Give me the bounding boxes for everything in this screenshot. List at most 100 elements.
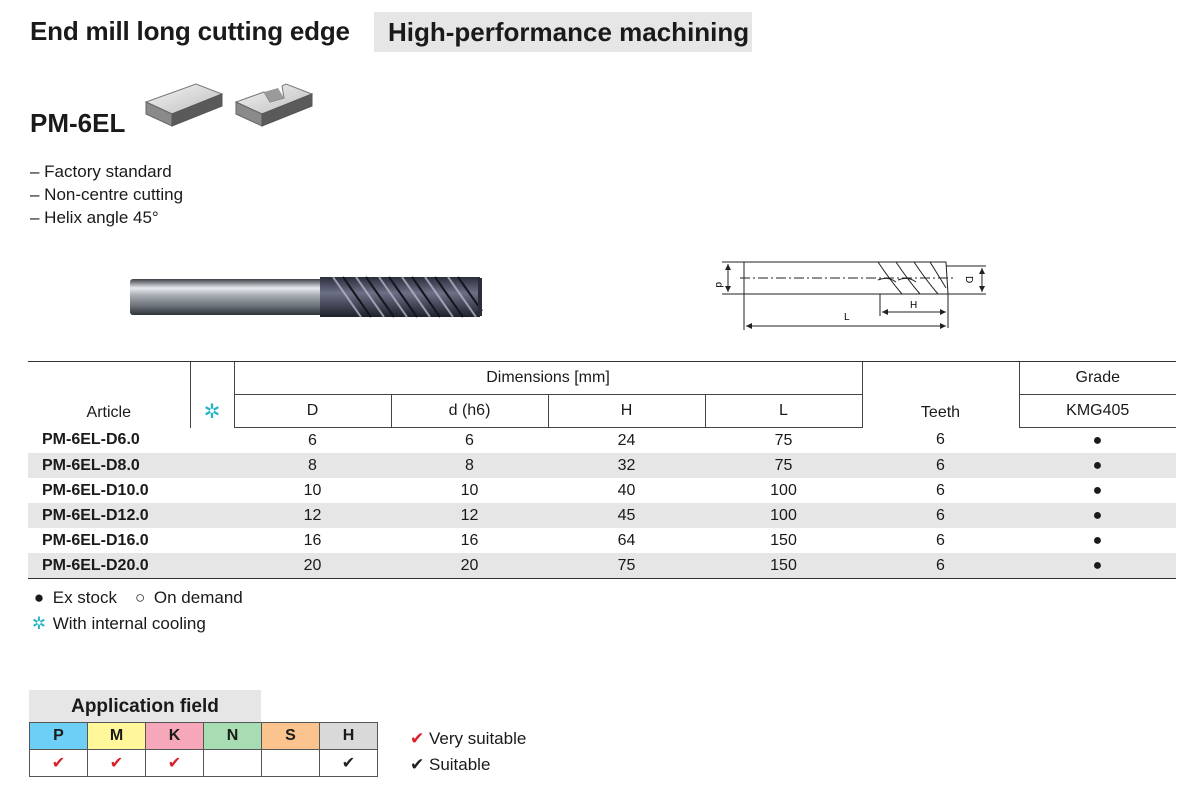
col-article: Article bbox=[28, 361, 190, 428]
application-field-title: Application field bbox=[29, 690, 261, 722]
material-p-suitability: ✔ bbox=[29, 749, 88, 777]
col-grade: Grade bbox=[1018, 361, 1176, 395]
cell-L: 75 bbox=[774, 431, 793, 449]
cell-grade: ● bbox=[1019, 553, 1176, 579]
cell-d: 20 bbox=[391, 553, 548, 579]
article-cell: PM-6EL-D8.0 bbox=[28, 453, 234, 478]
cell-teeth: 6 bbox=[936, 431, 945, 449]
cell-D: 16 bbox=[303, 531, 322, 549]
suitable-label: Suitable bbox=[428, 755, 491, 774]
page-title: End mill long cutting edge bbox=[30, 16, 350, 46]
cell-L: 150 bbox=[770, 531, 797, 549]
ex-stock-icon: ● bbox=[33, 588, 45, 607]
material-n-suitability bbox=[203, 749, 262, 777]
cooling-column: ✲ bbox=[189, 361, 234, 428]
col-dimensions: Dimensions [mm] bbox=[233, 361, 862, 395]
cell-L: 100 bbox=[770, 481, 797, 499]
col-grade-name: KMG405 bbox=[1018, 394, 1176, 428]
table-row: PM-6EL-D10.0 10 10 40 100 6 ● bbox=[28, 478, 1176, 503]
dim-L-label: L bbox=[844, 312, 850, 323]
col-D: D bbox=[233, 394, 391, 428]
shank bbox=[130, 279, 324, 315]
feature-item: – Non-centre cutting bbox=[30, 185, 184, 204]
material-k-suitability: ✔ bbox=[145, 749, 204, 777]
cell-teeth: 6 bbox=[862, 453, 1019, 478]
cell-D: 6 bbox=[308, 431, 317, 449]
internal-cooling-icon: ✲ bbox=[31, 614, 47, 633]
cell-L: 100 bbox=[705, 503, 862, 528]
col-H: H bbox=[547, 394, 705, 428]
specs-table: Article ✲ Dimensions [mm] Teeth Grade D … bbox=[28, 361, 1176, 579]
table-row: PM-6EL-D8.0 8 8 32 75 6 ● bbox=[28, 453, 1176, 478]
cell-grade: ● bbox=[1092, 531, 1103, 549]
dim-D-label: D bbox=[963, 276, 974, 283]
article-cell: PM-6EL-D12.0 bbox=[28, 503, 234, 528]
cell-teeth: 6 bbox=[936, 481, 945, 499]
cell-d: 6 bbox=[465, 431, 474, 449]
cell-H: 45 bbox=[548, 503, 705, 528]
feature-list: – Factory standard – Non-centre cutting … bbox=[30, 160, 183, 229]
cell-grade: ● bbox=[1092, 481, 1103, 499]
dim-H-label: H bbox=[910, 300, 917, 311]
article-cell: PM-6EL-D16.0 bbox=[42, 531, 149, 549]
material-n-cell: N bbox=[203, 722, 262, 750]
technical-drawing: d D H L bbox=[713, 261, 986, 330]
cell-d: 8 bbox=[391, 453, 548, 478]
very-suitable-label: Very suitable bbox=[428, 729, 527, 748]
cell-teeth: 6 bbox=[862, 503, 1019, 528]
material-h-suitability: ✔ bbox=[319, 749, 378, 777]
internal-cooling-label: With internal cooling bbox=[52, 614, 206, 633]
grooved-block-icon bbox=[234, 83, 314, 127]
material-s-cell: S bbox=[261, 722, 320, 750]
cell-L: 150 bbox=[705, 553, 862, 579]
table-row: PM-6EL-D6.0 6 6 24 75 6 ● bbox=[28, 428, 1176, 454]
suitability-legend: ✔ Very suitable ✔ Suitable bbox=[410, 726, 526, 778]
table-row: PM-6EL-D12.0 12 12 45 100 6 ● bbox=[28, 503, 1176, 528]
workpiece-icons bbox=[144, 83, 314, 127]
cell-D: 10 bbox=[303, 481, 322, 499]
on-demand-icon: ○ bbox=[135, 588, 146, 607]
cell-H: 64 bbox=[617, 531, 636, 549]
suitability-row: ✔✔✔✔ bbox=[29, 749, 378, 777]
block-icon bbox=[144, 83, 224, 127]
very-suitable-check-icon: ✔ bbox=[410, 729, 425, 748]
material-p-cell: P bbox=[29, 722, 88, 750]
material-m-cell: M bbox=[87, 722, 146, 750]
cell-d: 10 bbox=[460, 481, 479, 499]
cell-H: 32 bbox=[548, 453, 705, 478]
cell-D: 12 bbox=[234, 503, 391, 528]
article-cell: PM-6EL-D10.0 bbox=[42, 481, 149, 499]
cell-grade: ● bbox=[1019, 503, 1176, 528]
col-L: L bbox=[704, 394, 862, 428]
article-cell: PM-6EL-D6.0 bbox=[42, 431, 140, 449]
cell-H: 40 bbox=[617, 481, 636, 499]
suitable-check-icon: ✔ bbox=[410, 755, 425, 774]
dim-d-label: d bbox=[713, 282, 724, 288]
col-d: d (h6) bbox=[390, 394, 548, 428]
cell-D: 20 bbox=[234, 553, 391, 579]
feature-item: – Factory standard bbox=[30, 162, 172, 181]
cell-teeth: 6 bbox=[862, 553, 1019, 579]
availability-legend: ● Ex stock ○ On demand ✲ With internal c… bbox=[30, 585, 243, 637]
on-demand-label: On demand bbox=[153, 588, 243, 607]
cell-grade: ● bbox=[1092, 431, 1103, 449]
col-teeth: Teeth bbox=[861, 361, 1019, 428]
cell-H: 75 bbox=[548, 553, 705, 579]
end-mill-image bbox=[130, 276, 483, 318]
cell-H: 24 bbox=[617, 431, 636, 449]
cell-grade: ● bbox=[1019, 453, 1176, 478]
table-row: PM-6EL-D16.0 16 16 64 150 6 ● bbox=[28, 528, 1176, 553]
cell-L: 75 bbox=[705, 453, 862, 478]
article-cell: PM-6EL-D20.0 bbox=[28, 553, 234, 579]
ex-stock-label: Ex stock bbox=[52, 588, 117, 607]
cell-teeth: 6 bbox=[936, 531, 945, 549]
material-m-suitability: ✔ bbox=[87, 749, 146, 777]
material-s-suitability bbox=[261, 749, 320, 777]
cell-d: 16 bbox=[460, 531, 479, 549]
cell-D: 8 bbox=[234, 453, 391, 478]
cell-d: 12 bbox=[391, 503, 548, 528]
product-code: PM-6EL bbox=[30, 108, 126, 138]
table-row: PM-6EL-D20.0 20 20 75 150 6 ● bbox=[28, 553, 1176, 579]
